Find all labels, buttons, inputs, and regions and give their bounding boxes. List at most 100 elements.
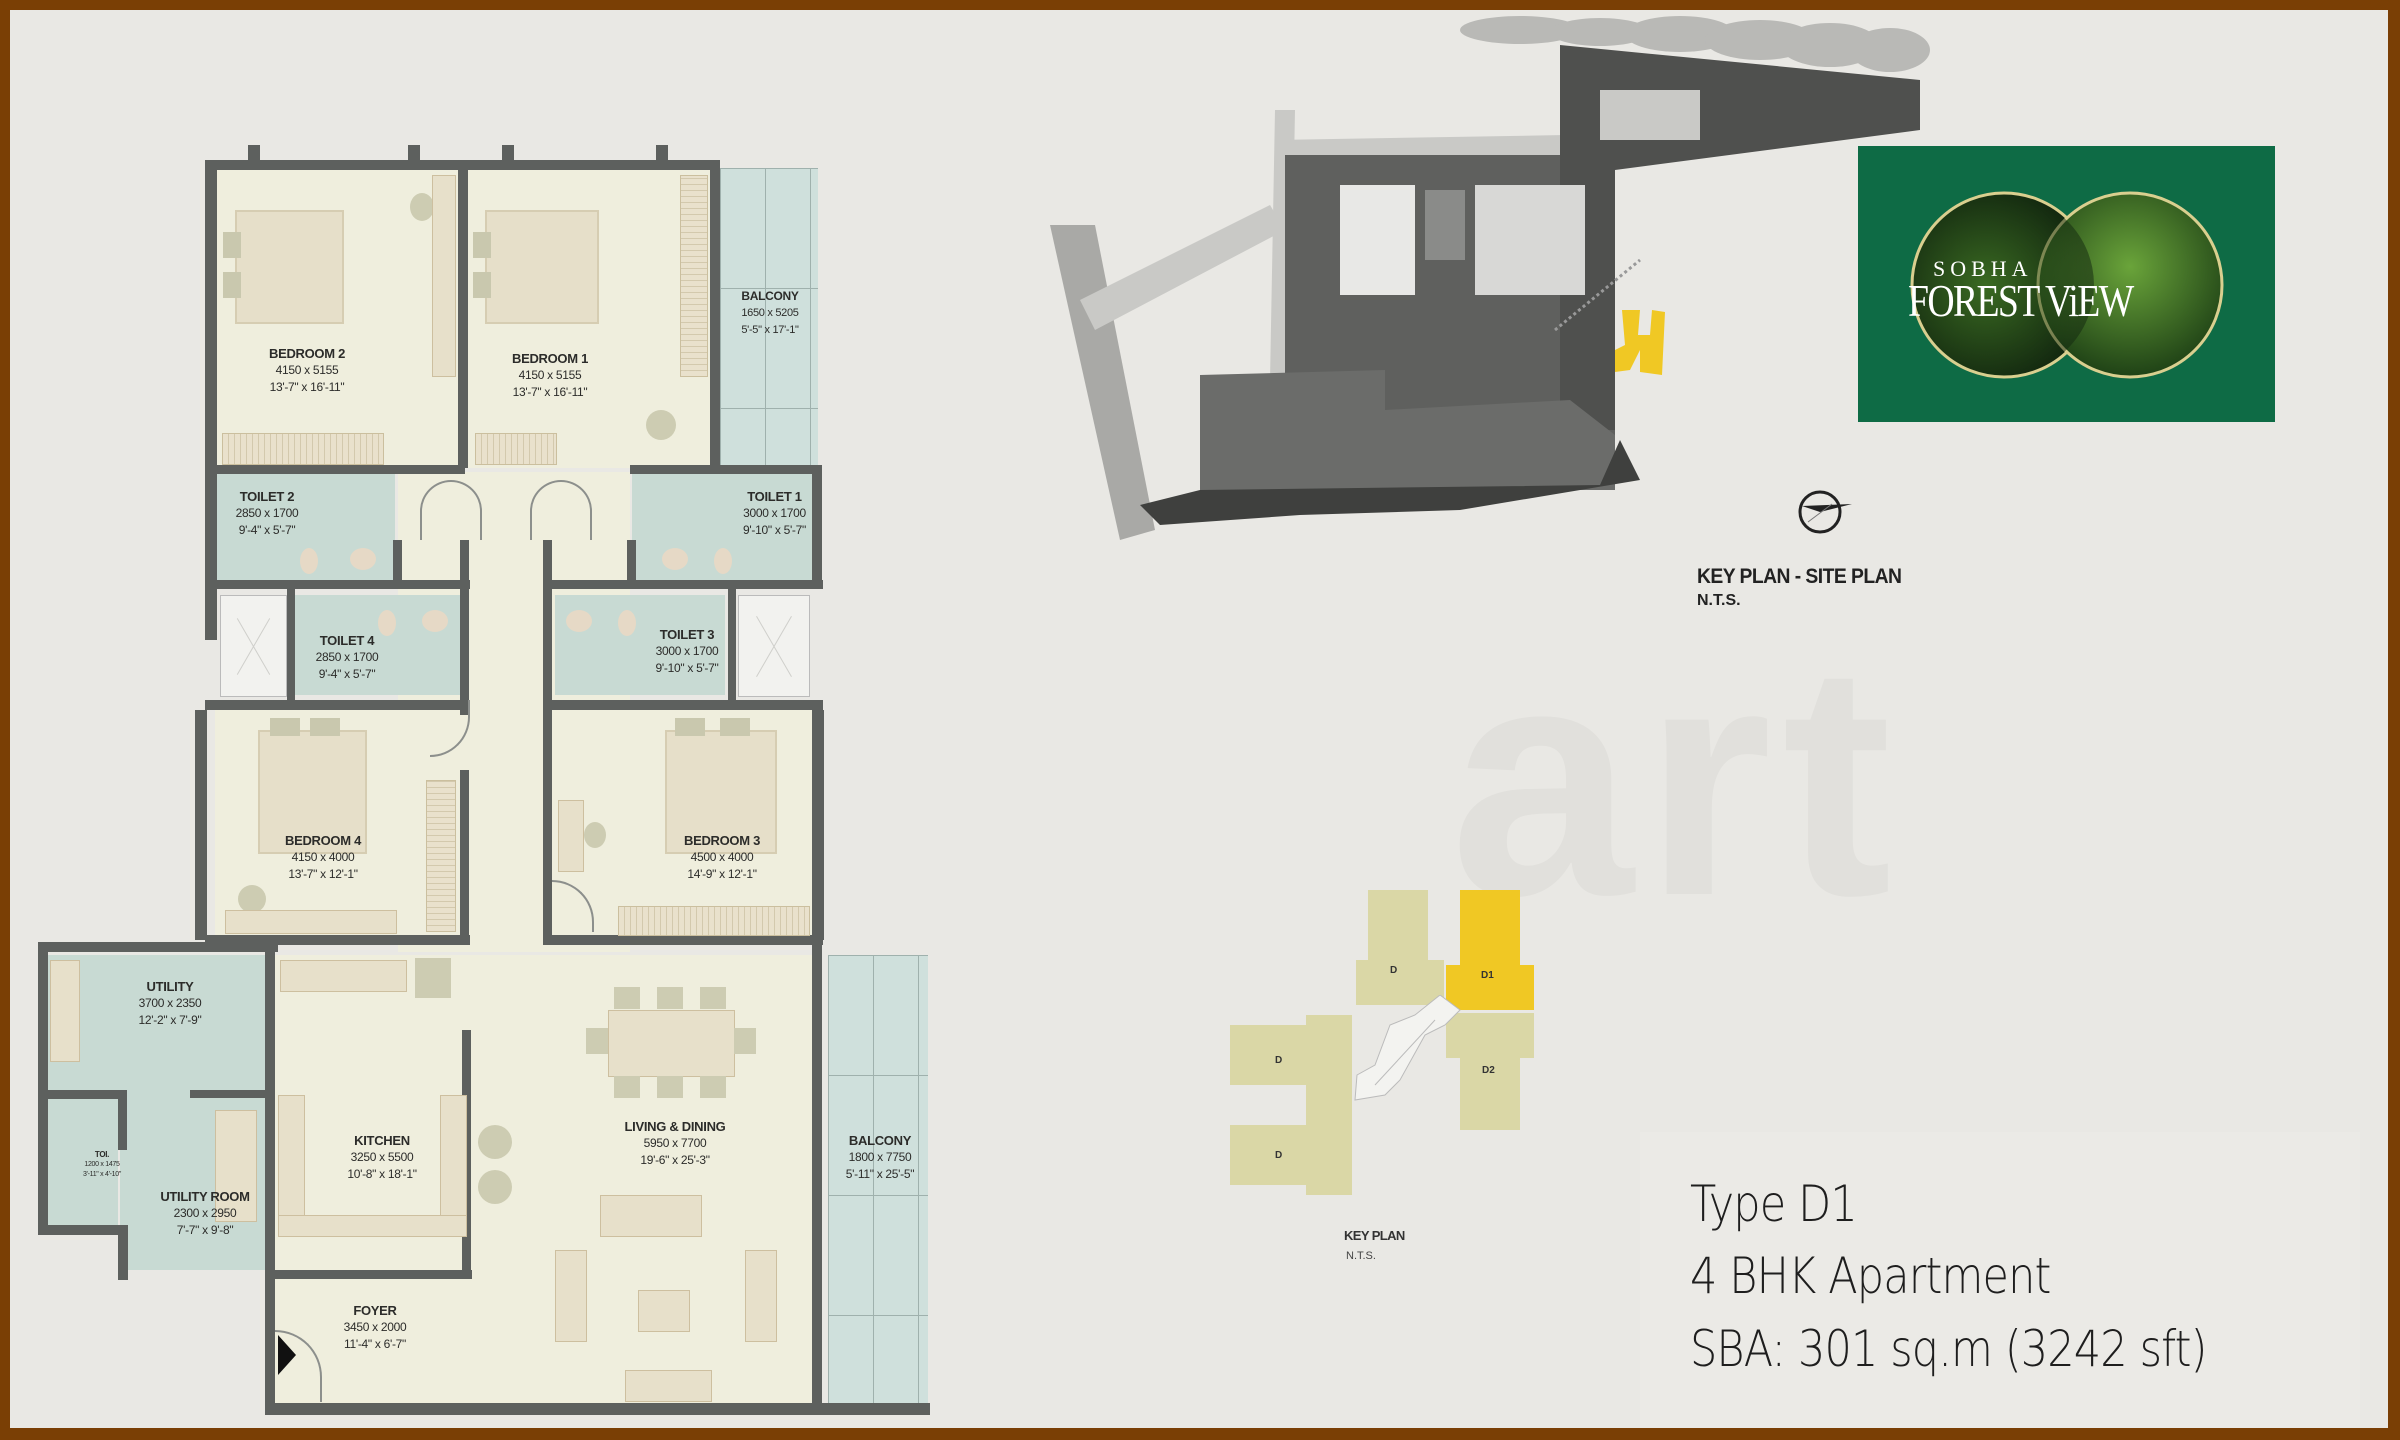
site-plan-title: KEY PLAN - SITE PLAN	[1697, 565, 1902, 588]
key-plan: D D1 D2 D D	[1220, 885, 1550, 1215]
floor-plan: BEDROOM 2 4150 x 5155 13'-7" x 16'-11" B…	[10, 10, 1010, 1428]
wc	[378, 610, 396, 636]
stool	[478, 1125, 512, 1159]
key-plan-block-label: D	[1390, 965, 1398, 976]
site-plan-scale-note: N.T.S.	[1697, 592, 1741, 609]
room-label-toilet-1: TOILET 1 3000 x 1700 9'-10" x 5'-7"	[743, 489, 806, 537]
wall	[656, 145, 668, 170]
wall	[190, 1090, 270, 1098]
kitchen-counter	[280, 960, 407, 992]
logo-brand-text: SOBHA	[1933, 256, 2033, 281]
room-label-kitchen: KITCHEN 3250 x 5500 10'-8" x 18'-1"	[347, 1133, 417, 1181]
brochure-page: art	[10, 10, 2388, 1428]
bed	[258, 730, 367, 854]
room-label-toilet-4: TOILET 4 2850 x 1700 9'-4" x 5'-7"	[315, 633, 379, 681]
wall	[812, 465, 822, 585]
wc	[618, 610, 636, 636]
site-building	[1600, 90, 1700, 140]
site-road	[1275, 135, 1565, 160]
key-plan-block	[1306, 1105, 1352, 1195]
key-plan-block-label: D	[1275, 1150, 1283, 1161]
washbasin	[566, 610, 592, 632]
bed	[485, 210, 599, 324]
wall	[205, 935, 470, 945]
wall	[543, 935, 823, 945]
wall	[627, 540, 636, 585]
wall	[543, 540, 552, 940]
wall	[543, 700, 823, 710]
wardrobe	[618, 906, 810, 936]
washbasin	[422, 610, 448, 632]
site-plan-map	[1050, 16, 1930, 540]
door-swing	[420, 480, 482, 540]
key-plan-block-label: D2	[1482, 1065, 1495, 1076]
wall	[205, 580, 470, 589]
wall	[408, 145, 420, 170]
site-highlight-block-d1	[1615, 310, 1665, 375]
key-plan-block	[1460, 1045, 1520, 1130]
site-road	[1080, 205, 1285, 330]
sofa	[600, 1195, 702, 1237]
key-plan-block-label: D	[1275, 1055, 1283, 1066]
wall	[710, 160, 720, 470]
site-road	[1050, 225, 1155, 540]
room-label-balcony-2: BALCONY 1800 x 7750 5'-11" x 25'-5"	[845, 1133, 915, 1181]
washbasin	[662, 548, 688, 570]
dining-chair	[700, 987, 726, 1009]
desk	[432, 175, 456, 377]
key-plan-block-selected	[1446, 965, 1534, 1010]
utility-bed	[215, 1110, 257, 1222]
project-logo: SOBHA FOREST ViEW	[1858, 146, 2275, 422]
dining-chair	[614, 1076, 640, 1098]
room-label-foyer: FOYER 3450 x 2000 11'-4" x 6'-7"	[343, 1303, 407, 1351]
dining-chair	[586, 1028, 608, 1054]
washbasin	[350, 548, 376, 570]
logo-project-text: FOREST ViEW	[1908, 275, 2134, 326]
room-label-toilet-3: TOILET 3 3000 x 1700 9'-10" x 5'-7"	[655, 627, 719, 675]
wall	[812, 945, 822, 1410]
wall	[287, 588, 295, 703]
kitchen-counter	[278, 1095, 305, 1237]
wc	[714, 548, 732, 574]
duct-shaft	[738, 595, 810, 697]
entry-arrow-icon	[278, 1335, 296, 1375]
site-building	[1475, 185, 1585, 295]
kitchen-counter	[440, 1095, 467, 1237]
stool	[478, 1170, 512, 1204]
key-plan-title: KEY PLAN	[1344, 1228, 1405, 1243]
room-label-bedroom-1: BEDROOM 1 4150 x 5155 13'-7" x 16'-11"	[511, 351, 589, 399]
wardrobe	[426, 780, 456, 932]
dining-table	[608, 1010, 735, 1077]
unit-configuration: 4 BHK Apartment	[1690, 1247, 2051, 1305]
bed	[235, 210, 344, 324]
pillow	[270, 718, 300, 736]
wall	[543, 580, 823, 589]
wall	[460, 540, 469, 715]
room-utility	[48, 955, 266, 1095]
room-balcony-2	[828, 955, 928, 1405]
wall	[812, 710, 824, 940]
desk	[225, 910, 397, 934]
bed	[665, 730, 777, 854]
wardrobe	[222, 433, 384, 465]
room-label-bedroom-4: BEDROOM 4 4150 x 4000 13'-7" x 12'-1"	[284, 833, 362, 881]
pillow	[720, 718, 750, 736]
pillow	[473, 272, 491, 298]
wall	[265, 942, 275, 1412]
utility-counter	[50, 960, 80, 1062]
door-swing	[530, 480, 592, 540]
site-compound-south	[1200, 370, 1615, 490]
tv-unit	[625, 1370, 712, 1402]
fridge	[415, 958, 451, 998]
room-label-toi: TOI. 1200 x 1475 3'-11" x 4'-10"	[82, 1150, 122, 1178]
unit-area: SBA: 301 sq.m (3242 sft)	[1690, 1320, 2207, 1378]
wall	[460, 770, 469, 940]
wall	[502, 145, 514, 170]
wardrobe	[475, 433, 557, 465]
dining-chair	[700, 1076, 726, 1098]
pillow	[473, 232, 491, 258]
desk	[558, 800, 584, 872]
site-pool	[1425, 190, 1465, 260]
wall	[38, 942, 48, 1232]
key-plan-core	[1354, 995, 1461, 1101]
